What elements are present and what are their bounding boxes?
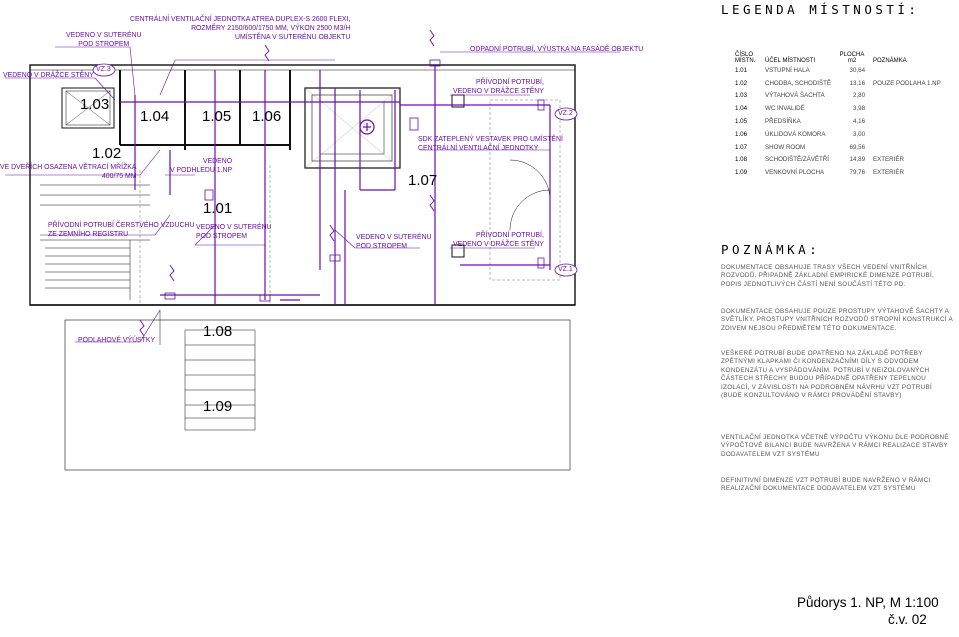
vzt-label-1: VZ.1: [558, 266, 573, 273]
cell-number: 1.06: [735, 130, 748, 138]
floor-plan-drawing: [5, 29, 620, 471]
cell-area: 79,76: [849, 169, 866, 177]
room-number-1-09: 1.09: [203, 398, 233, 415]
cell-number: 1.04: [735, 105, 748, 113]
table-row: 1.01 VSTUPNÍ HALA 30,64: [733, 64, 943, 77]
ducts: [120, 29, 551, 337]
cell-purpose: WC INVALIDÉ: [765, 105, 805, 113]
vzt-label-2: VZ.2: [558, 110, 573, 117]
room-number-1-04: 1.04: [140, 108, 170, 125]
cell-number: 1.09: [735, 169, 748, 177]
cell-number: 1.07: [735, 143, 748, 151]
annotation-centralni-jednotka: CENTRÁLNÍ VENTILAČNÍ JEDNOTKA ATREA DUPL…: [130, 14, 351, 41]
cell-area: 4,16: [852, 118, 866, 126]
cell-area: 3,98: [852, 105, 866, 113]
column-header-purpose: ÚČEL MÍSTNOSTI: [765, 58, 816, 64]
column-header-area: PLOCHA m2: [839, 52, 865, 64]
hidden-lines: [65, 99, 570, 471]
room-number-1-03: 1.03: [80, 96, 110, 113]
column-header-note: POZNÁMKA: [873, 58, 907, 64]
annotation-privodni-drazce-1: PŘÍVODNÍ POTRUBÍ, VEDENO V DRÁŽCE STĚNY: [453, 77, 544, 95]
annotation-vedeno-suterenu-1: VEDENO V SUTERÉNU POD STROPEM: [66, 30, 142, 48]
table-row: 1.07 SHOW ROOM 69,56: [733, 141, 943, 154]
room-number-1-05: 1.05: [202, 108, 232, 125]
note-paragraph-3: VEŠKERÉ POTRUBÍ BUDE OPATŘENO NA ZÁKLADĚ…: [721, 350, 933, 400]
cell-purpose: CHODBA, SCHODIŠTĚ: [765, 79, 832, 87]
cell-purpose: SCHODIŠTĚ/ZÁVĚTŘÍ: [765, 156, 829, 164]
table-row: 1.04 WC INVALIDÉ 3,98: [733, 102, 943, 115]
leader-lines: [5, 46, 620, 343]
table-row: 1.05 PŘEDSÍŇKA 4,16: [733, 115, 943, 128]
annotation-dverni-mrizka: VE DVEŘÍCH OSAZENA VĚTRACÍ MŘÍŽKA 400/75…: [0, 162, 137, 180]
table-header-row: ČÍSLO MÍSTN. ÚČEL MÍSTNOSTI PLOCHA m2 PO…: [733, 44, 943, 64]
cell-area: 14,89: [849, 156, 866, 164]
cell-area: 30,64: [849, 66, 866, 74]
cell-note: [871, 90, 943, 103]
note-paragraph-1: DOKUMENTACE OBSAHUJE TRASY VŠECH VEDENÍ …: [721, 264, 935, 288]
vzt-label-3: VZ.3: [96, 66, 111, 73]
table-row: 1.08 SCHODIŠTĚ/ZÁVĚTŘÍ 14,89 EXTERIÉR: [733, 154, 943, 167]
legend-title: LEGENDA MÍSTNOSTÍ:: [721, 2, 920, 17]
cell-number: 1.02: [735, 79, 748, 87]
note-paragraph-4: VENTILAČNÍ JEDNOTKA VČETNĚ VÝPOČTU VÝKON…: [721, 434, 949, 458]
cell-purpose: VENKOVNÍ PLOCHA: [765, 169, 825, 177]
cell-purpose: VSTUPNÍ HALA: [765, 66, 810, 74]
table-row: 1.06 ÚKLIDOVÁ KOMORA 3,00: [733, 128, 943, 141]
annotation-vedeno-suterenu-3: VEDENO V SUTERÉNU POD STROPEM: [356, 232, 432, 250]
cell-number: 1.05: [735, 118, 748, 126]
room-number-1-02: 1.02: [92, 145, 122, 162]
cell-purpose: PŘEDSÍŇKA: [765, 118, 801, 126]
room-number-1-06: 1.06: [252, 108, 282, 125]
cell-area: 2,80: [852, 92, 866, 100]
room-number-1-08: 1.08: [203, 323, 233, 340]
note-paragraph-5: DEFINITIVNÍ DIMENZE VZT POTRUBÍ BUDE NAV…: [721, 477, 931, 493]
cell-purpose: SHOW ROOM: [765, 143, 806, 151]
annotation-sdk-zateplen: SDK ZATEPLENÝ VESTAVEK PRO UMÍSTĚNÍ CENT…: [418, 134, 563, 152]
note-paragraph-2: DOKUMENTACE OBSAHUJE POUZE PROSTUPY VÝTA…: [721, 308, 953, 332]
table-row: 1.09 VENKOVNÍ PLOCHA 79,76 EXTERIÉR: [733, 166, 943, 179]
cell-note: POUZE PODLAHA 1.NP: [873, 79, 941, 87]
annotation-vedeno-drazce-sten: VEDENO V DRÁŽCE STĚNY: [3, 70, 94, 79]
cell-note: [871, 128, 943, 141]
column-header-number: ČÍSLO MÍSTN.: [735, 52, 756, 64]
annotation-podlahove-vyustky: PODLAHOVÉ VÝÚSTKY: [78, 335, 156, 344]
cell-note: [871, 102, 943, 115]
legend-panel: LEGENDA MÍSTNOSTÍ: ČÍSLO MÍSTN. ÚČEL MÍS…: [700, 0, 959, 632]
table-row: 1.02 CHODBA, SCHODIŠTĚ 13,16 POUZE PODLAHA …: [733, 77, 943, 90]
cell-number: 1.01: [735, 66, 748, 74]
vzt-markers: [92, 63, 578, 277]
walls: [29, 64, 576, 471]
table-row: 1.03 VÝTAHOVÁ ŠACHTA 2,80: [733, 90, 943, 103]
cell-area: 13,16: [849, 79, 866, 87]
cell-note: EXTERIÉR: [873, 156, 904, 164]
drawing-version: č.v. 02: [888, 612, 927, 627]
room-number-1-01: 1.01: [203, 200, 233, 217]
annotation-privodni-drazce-2: PŘÍVODNÍ POTRUBÍ, VEDENO V DRÁŽCE STĚNY: [453, 230, 544, 248]
annotation-privodni-cerstvy: PŘÍVODNÍ POTRUBÍ ČERSTVÉHO VZDUCHU ZE ZE…: [48, 220, 195, 238]
cell-note: [871, 141, 943, 154]
cell-note: [871, 64, 943, 77]
annotation-vedeno-suterenu-2: VEDENO V SUTERÉNU POD STROPEM: [196, 222, 272, 240]
drawing-title: Půdorys 1. NP, M 1:100: [797, 595, 939, 610]
cell-note: [871, 115, 943, 128]
cell-purpose: ÚKLIDOVÁ KOMORA: [765, 130, 826, 138]
cell-purpose: VÝTAHOVÁ ŠACHTA: [765, 92, 825, 100]
room-legend-table: ČÍSLO MÍSTN. ÚČEL MÍSTNOSTI PLOCHA m2 PO…: [733, 44, 943, 179]
floor-plan: 1.03 1.04 1.05 1.06 1.02 1.07 1.01 1.08 …: [0, 14, 644, 471]
annotation-odpadni-potrubi: ODPADNÍ POTRUBÍ, VÝUSTKA NA FASÁDĚ OBJEK…: [470, 44, 644, 53]
room-number-1-07: 1.07: [408, 172, 438, 189]
cell-area: 69,56: [849, 143, 866, 151]
cell-note: EXTERIÉR: [873, 169, 904, 177]
cell-number: 1.08: [735, 156, 748, 164]
cell-area: 3,00: [852, 130, 866, 138]
annotation-vedeno-podhledu: VEDENO V PODHLEDU 1.NP: [170, 156, 233, 174]
notes-title: POZNÁMKA:: [721, 242, 821, 257]
cell-number: 1.03: [735, 92, 748, 100]
